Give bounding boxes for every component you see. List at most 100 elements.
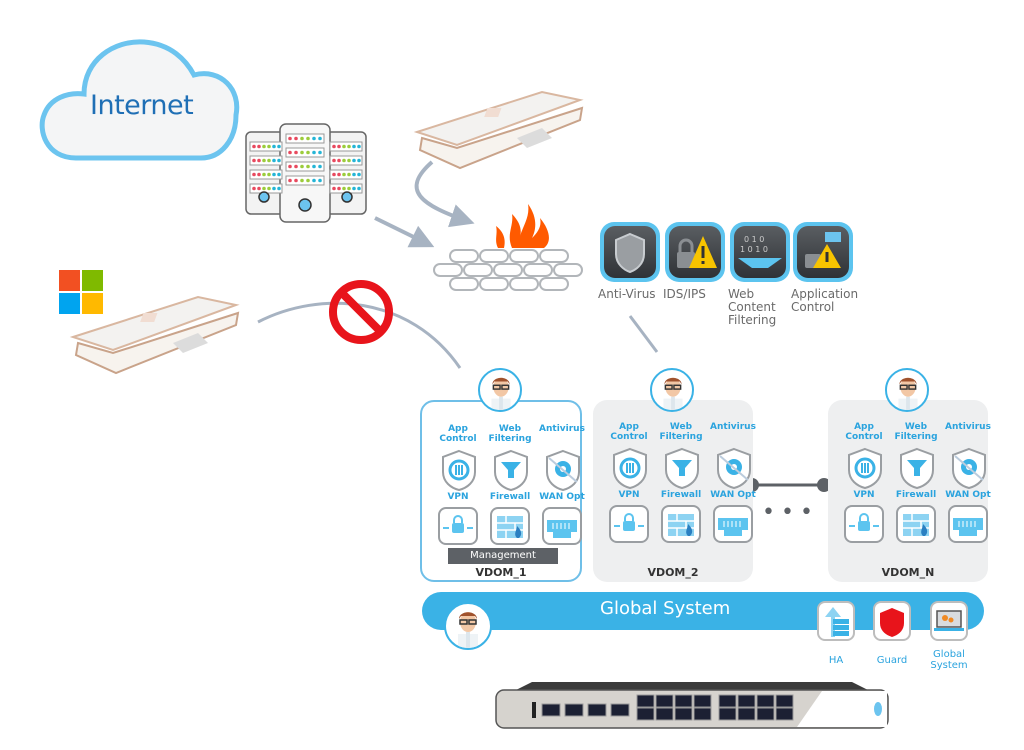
vpn-lock-icon[interactable]	[608, 504, 652, 548]
laptop-icon	[413, 90, 584, 170]
feature-label-anti-virus: Anti-Virus	[598, 287, 656, 301]
biohazard-shield-icon[interactable]	[712, 446, 756, 494]
ethernet-port	[756, 707, 775, 721]
feature-to-vdom2-line	[628, 315, 659, 353]
feature-label-ids-ips: IDS/IPS	[663, 287, 706, 301]
vdom-name: VDOM_N	[881, 566, 935, 579]
module-label: Antivirus	[945, 422, 991, 432]
biohazard-shield-icon[interactable]	[541, 448, 585, 496]
feature-tile-anti-virus	[600, 222, 660, 282]
vpn-lock-icon[interactable]	[437, 506, 481, 550]
lock-warning-icon	[669, 226, 721, 278]
internet-label: Internet	[90, 90, 194, 121]
global-tile-label: HA	[828, 655, 844, 666]
ethernet-port	[718, 707, 737, 721]
global-system-title: Global System	[600, 598, 731, 619]
ha-server-icon	[819, 603, 853, 643]
firewall-icon[interactable]	[489, 506, 533, 550]
module-label: WAN Opt	[945, 490, 991, 500]
app-warning-icon	[797, 226, 849, 278]
server-rack-icon	[245, 123, 367, 223]
ethernet-port	[674, 694, 693, 708]
ethernet-port	[610, 703, 630, 717]
ethernet-port	[737, 707, 756, 721]
feature-tile-application-control	[793, 222, 853, 282]
module-label: Web Filtering	[488, 424, 532, 444]
ethernet-port	[775, 694, 794, 708]
wan-opt-icon[interactable]	[541, 506, 585, 550]
ethernet-port	[636, 694, 655, 708]
ethernet-port	[541, 703, 561, 717]
vdom-link-node-right	[817, 478, 831, 492]
module-label: WAN Opt	[710, 490, 756, 500]
global-admin-avatar	[444, 602, 492, 650]
ethernet-port	[718, 694, 737, 708]
biohazard-shield-icon[interactable]	[947, 446, 991, 494]
vpn-lock-icon[interactable]	[843, 504, 887, 548]
microsoft-logo-icon	[59, 270, 103, 314]
gear-sliders-shield-icon[interactable]	[843, 446, 887, 494]
wan-opt-icon[interactable]	[947, 504, 991, 548]
module-label: App Control	[610, 422, 648, 442]
gear-sliders-shield-icon[interactable]	[437, 448, 481, 496]
module-label: VPN	[618, 490, 640, 500]
vdom-name: VDOM_2	[647, 566, 699, 579]
global-tile-global-system[interactable]	[930, 601, 968, 641]
blocked-connection-line	[257, 301, 462, 369]
more-vdoms-ellipsis: •••	[762, 500, 819, 525]
windows-laptop-icon	[69, 295, 240, 375]
vdom-name: VDOM_1	[475, 566, 527, 579]
shield-icon	[604, 226, 656, 278]
firewall-icon[interactable]	[895, 504, 939, 548]
laptop-to-firewall-arrow	[414, 160, 475, 228]
module-label: VPN	[853, 490, 875, 500]
vdom-admin-avatar	[478, 368, 522, 412]
ethernet-port	[655, 707, 674, 721]
ethernet-port	[737, 694, 756, 708]
module-label: Firewall	[895, 490, 937, 500]
module-label: Firewall	[660, 490, 702, 500]
fortigate-appliance-icon	[495, 682, 889, 729]
svg-text:0 1 0: 0 1 0	[744, 235, 764, 244]
ethernet-port	[564, 703, 584, 717]
firewall-wall-icon	[433, 204, 583, 291]
ethernet-port	[693, 707, 712, 721]
guard-shield-icon	[875, 603, 909, 643]
funnel-shield-icon[interactable]	[895, 446, 939, 494]
feature-label-web-content-filtering: Web Content Filtering	[728, 287, 777, 327]
wan-opt-icon[interactable]	[712, 504, 756, 548]
module-label: VPN	[447, 492, 469, 502]
ethernet-port	[655, 694, 674, 708]
module-label: Antivirus	[710, 422, 756, 432]
funnel-shield-icon[interactable]	[489, 448, 533, 496]
global-tile-ha[interactable]	[817, 601, 855, 641]
module-label: App Control	[845, 422, 883, 442]
internet-cloud-icon	[39, 39, 240, 161]
ethernet-port	[674, 707, 693, 721]
module-label: Web Filtering	[894, 422, 938, 442]
laptop-gears-icon	[932, 603, 966, 643]
ethernet-port	[756, 694, 775, 708]
gear-sliders-shield-icon[interactable]	[608, 446, 652, 494]
global-tile-label: Guard	[876, 655, 908, 666]
funnel-shield-icon[interactable]	[660, 446, 704, 494]
ethernet-port	[587, 703, 607, 717]
module-label: Web Filtering	[659, 422, 703, 442]
feature-tile-ids-ips	[665, 222, 725, 282]
ethernet-port	[636, 707, 655, 721]
module-label: App Control	[439, 424, 477, 444]
global-tile-label: Global System	[930, 649, 968, 671]
server-to-firewall-arrow	[374, 216, 435, 248]
global-tile-guard[interactable]	[873, 601, 911, 641]
firewall-icon[interactable]	[660, 504, 704, 548]
ethernet-port	[775, 707, 794, 721]
module-label: WAN Opt	[539, 492, 585, 502]
vdom-admin-avatar	[650, 368, 694, 412]
feature-label-application-control: Application Control	[791, 287, 859, 314]
vdom-admin-avatar	[885, 368, 929, 412]
